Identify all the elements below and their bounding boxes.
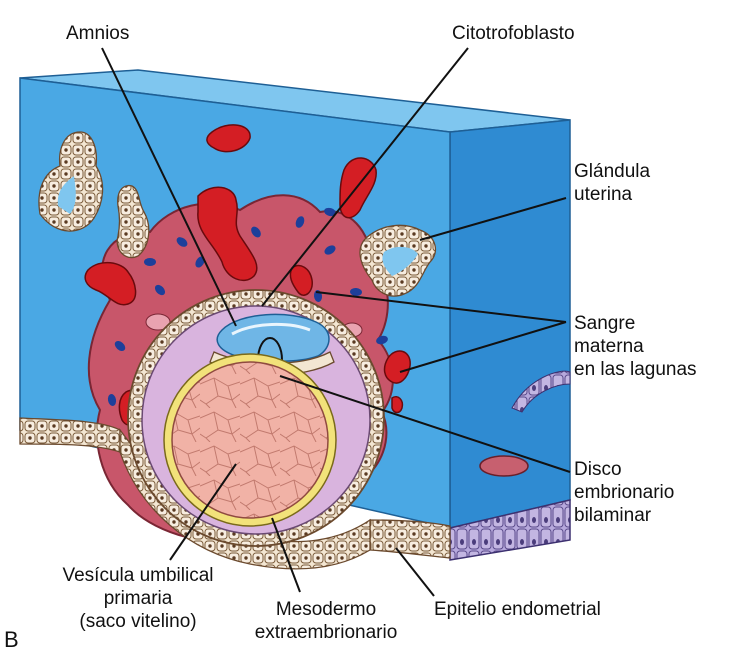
label-disco-line-1: Disco	[574, 458, 674, 481]
label-disco-embrionario: Disco embrionario bilaminar	[574, 458, 674, 527]
endometrial-epithelium-right	[370, 520, 450, 558]
label-vesicula-umbilical: Vesícula umbilical primaria (saco viteli…	[40, 564, 236, 633]
label-mesodermo-line-2: extraembrionario	[236, 621, 416, 644]
label-vesicula-line-2: primaria	[40, 587, 236, 610]
label-disco-line-2: embrionario	[574, 481, 674, 504]
label-epitelio-text: Epitelio endometrial	[434, 599, 601, 620]
label-sangre-line-2: materna	[574, 335, 697, 358]
label-mesodermo-line-1: Mesodermo	[236, 598, 416, 621]
label-sangre-line-1: Sangre	[574, 312, 697, 335]
label-glandula-line-1: Glándula	[574, 160, 650, 183]
label-glandula-line-2: uterina	[574, 183, 650, 206]
label-amnios-text: Amnios	[66, 23, 129, 44]
primary-umbilical-vesicle	[172, 362, 328, 518]
label-sangre-materna: Sangre materna en las lagunas	[574, 312, 697, 381]
label-citotrofoblasto: Citotrofoblasto	[452, 22, 575, 45]
panel-letter: B	[4, 628, 19, 651]
label-amnios: Amnios	[66, 22, 129, 45]
label-epitelio-endometrial: Epitelio endometrial	[434, 598, 601, 621]
label-sangre-line-3: en las lagunas	[574, 358, 697, 381]
label-mesodermo: Mesodermo extraembrionario	[236, 598, 416, 644]
panel-letter-text: B	[4, 627, 19, 652]
label-citotrofoblasto-text: Citotrofoblasto	[452, 23, 575, 44]
label-disco-line-3: bilaminar	[574, 504, 674, 527]
side-blood-space	[480, 456, 528, 476]
label-vesicula-line-3: (saco vitelino)	[40, 610, 236, 633]
syncytial-nucleus	[144, 258, 156, 266]
label-vesicula-line-1: Vesícula umbilical	[40, 564, 236, 587]
label-glandula-uterina: Glándula uterina	[574, 160, 650, 206]
